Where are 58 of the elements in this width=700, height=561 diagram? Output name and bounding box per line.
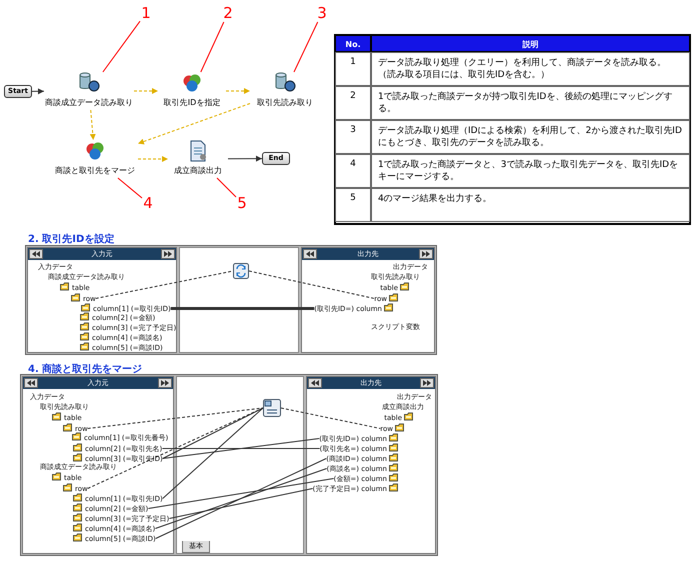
mapping-line (95, 270, 234, 299)
step-label: 取引先読み取り (256, 97, 314, 108)
description-text: 1で読み取った商談データと、3で読み取った取引先データを、取引先IDをキーにマージする。 (371, 154, 690, 188)
column-header: No. (335, 35, 371, 52)
step-label: 取引先IDを指定 (162, 97, 222, 108)
step-label: 成立商談出力 (173, 165, 223, 176)
script-icon (233, 263, 249, 279)
arrow (228, 156, 262, 162)
arrow (32, 88, 44, 94)
mapping-line (162, 408, 264, 459)
callout-number: 4 (142, 194, 154, 212)
mapping-line (162, 438, 320, 459)
step-label: 商談と取引先をマージ (54, 165, 136, 176)
callout-number: 5 (236, 194, 248, 212)
callout-number: 2 (222, 4, 234, 22)
mapping-canvas (179, 247, 299, 353)
mapping-line (170, 307, 314, 310)
join-icon (263, 399, 281, 417)
arrow (134, 88, 158, 94)
description-text: 4のマージ結果を出力する。 (371, 188, 690, 222)
tree-pane (306, 376, 436, 554)
mapping-line (87, 408, 264, 429)
mapping-line (162, 408, 264, 499)
column-header: 説明 (371, 35, 690, 52)
tree-pane (301, 247, 435, 353)
arrow (138, 156, 168, 162)
row-number: 5 (335, 188, 371, 222)
callout-number: 1 (140, 4, 152, 22)
mapping-line (162, 448, 320, 449)
arrow (138, 103, 250, 144)
tree-pane (22, 376, 174, 554)
leader-line (216, 178, 236, 198)
mapping-line (248, 270, 375, 299)
row-number: 2 (335, 86, 371, 120)
step-label: 商談成立データ読み取り (44, 97, 134, 108)
mapping-line (155, 458, 327, 539)
mapping-line (168, 488, 314, 519)
arrow (226, 88, 250, 94)
leader-line (117, 178, 142, 198)
description-text: 1で読み取った商談データが持つ取引先IDを、後続の処理にマッピングする。 (371, 86, 690, 120)
leader-line (294, 22, 318, 72)
mapping-line (87, 408, 264, 489)
mapping-line (280, 408, 381, 429)
row-number: 1 (335, 52, 371, 86)
section-heading: 2. 取引先IDを設定 (28, 232, 114, 246)
row-number: 3 (335, 120, 371, 154)
description-text: データ読み取り処理（クエリー）を利用して、商談データを読み取る。（読み取る項目には、取引先IDを含む。） (371, 52, 690, 86)
mapping-line (154, 468, 328, 529)
mapping-line (148, 478, 334, 509)
leader-line (102, 20, 140, 72)
tree-pane (27, 247, 177, 353)
section-heading: 4. 商談と取引先をマージ (28, 362, 142, 376)
description-text: データ読み取り処理（IDによる検索）を利用して、2から渡された取引先IDにもとづき、取引先のデータを読み取る。 (371, 120, 690, 154)
mapping-canvas (176, 376, 304, 554)
arrow (90, 110, 96, 140)
leader-line (200, 22, 224, 72)
row-number: 4 (335, 154, 371, 188)
callout-number: 3 (316, 4, 328, 22)
